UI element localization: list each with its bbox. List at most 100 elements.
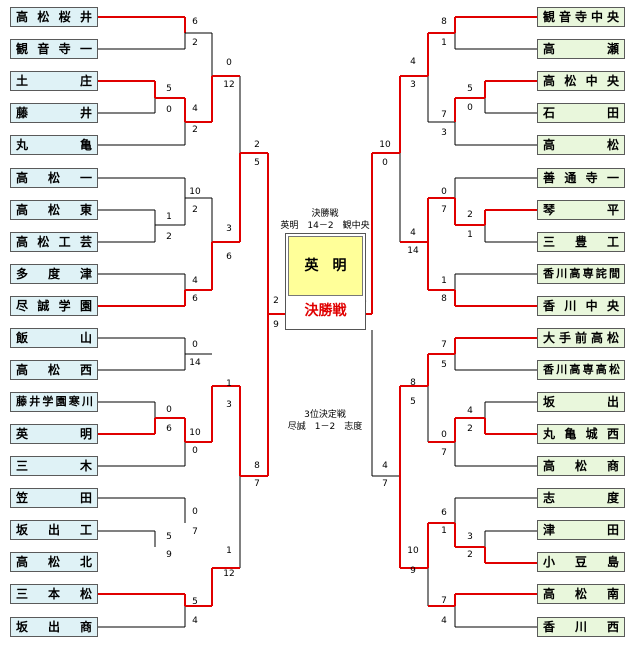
left-team: 飯 山: [10, 328, 98, 348]
right-team: 小 豆 島: [537, 552, 625, 572]
score: 7: [382, 479, 388, 489]
right-team: 琴 平: [537, 200, 625, 220]
score: 5: [467, 84, 473, 94]
score: 6: [226, 252, 232, 262]
right-team: 大手前高松: [537, 328, 625, 348]
score: 5: [166, 84, 172, 94]
right-team: 高 瀬: [537, 39, 625, 59]
score: 3: [467, 532, 473, 542]
score: 6: [192, 17, 198, 27]
left-team: 藤井学園寒川: [10, 392, 98, 412]
score: 4: [410, 228, 416, 238]
score: 4: [410, 57, 416, 67]
score: 1: [441, 38, 447, 48]
score: 2: [467, 210, 473, 220]
score: 2: [254, 140, 260, 150]
score: 7: [254, 479, 260, 489]
left-team: 丸 亀: [10, 135, 98, 155]
final-caption-title: 決勝戦: [311, 209, 339, 219]
score: 9: [273, 320, 279, 330]
left-team: 土 庄: [10, 71, 98, 91]
left-team: 高松東: [10, 200, 98, 220]
score: 5: [254, 158, 260, 168]
score: 2: [192, 205, 198, 215]
score: 0: [166, 405, 172, 415]
score: 3: [441, 128, 447, 138]
score: 2: [467, 424, 473, 434]
score: 3: [226, 400, 232, 410]
final-block: 英 明 決勝戦: [285, 233, 366, 330]
right-team: 香川高専詫間: [537, 264, 625, 284]
score: 8: [441, 294, 447, 304]
left-team: 坂出商: [10, 617, 98, 637]
score: 5: [166, 532, 172, 542]
score: 10: [379, 140, 391, 150]
right-team: 香川中央: [537, 296, 625, 316]
third-place-title: 3位決定戦: [304, 410, 346, 420]
right-team: 観音寺中央: [537, 7, 625, 27]
third-place-caption: 3位決定戦 尽誠 1－2 志度: [262, 409, 388, 433]
score: 10: [189, 187, 201, 197]
score: 8: [441, 17, 447, 27]
left-team: 多度津: [10, 264, 98, 284]
score: 4: [382, 461, 388, 471]
score: 6: [166, 424, 172, 434]
score: 3: [226, 224, 232, 234]
left-team: 高松西: [10, 360, 98, 380]
score: 2: [166, 232, 172, 242]
score: 4: [467, 406, 473, 416]
final-caption: 決勝戦 英明 14－2 観中央: [262, 208, 388, 232]
left-team: 尽誠学園: [10, 296, 98, 316]
score: 2: [192, 38, 198, 48]
left-team: 坂出工: [10, 520, 98, 540]
left-team: 藤 井: [10, 103, 98, 123]
left-team: 観音寺一: [10, 39, 98, 59]
score: 14: [407, 246, 419, 256]
score: 0: [192, 340, 198, 350]
score: 2: [192, 125, 198, 135]
final-caption-result: 英明 14－2 観中央: [280, 221, 370, 231]
champion-box: 英 明: [288, 236, 363, 296]
score: 1: [441, 526, 447, 536]
score: 1: [467, 230, 473, 240]
right-team: 丸亀城西: [537, 424, 625, 444]
right-team: 三 豊 工: [537, 232, 625, 252]
score: 0: [441, 187, 447, 197]
score: 0: [192, 446, 198, 456]
left-team: 高松北: [10, 552, 98, 572]
right-team: 津 田: [537, 520, 625, 540]
score: 12: [223, 569, 235, 579]
score: 8: [410, 378, 416, 388]
score: 0: [166, 105, 172, 115]
score: 4: [192, 104, 198, 114]
score: 7: [192, 527, 198, 537]
right-team: 高 松 商: [537, 456, 625, 476]
score: 2: [467, 550, 473, 560]
score: 0: [467, 103, 473, 113]
score: 1: [226, 546, 232, 556]
left-team: 三本松: [10, 584, 98, 604]
left-team: 高松工芸: [10, 232, 98, 252]
score: 5: [192, 597, 198, 607]
left-team: 英 明: [10, 424, 98, 444]
score: 8: [254, 461, 260, 471]
score: 6: [441, 508, 447, 518]
left-team: 笠 田: [10, 488, 98, 508]
score: 2: [273, 296, 279, 306]
score: 7: [441, 340, 447, 350]
left-team: 高松桜井: [10, 7, 98, 27]
score: 7: [441, 448, 447, 458]
score: 5: [410, 397, 416, 407]
score: 3: [410, 80, 416, 90]
score: 7: [441, 205, 447, 215]
score: 0: [192, 507, 198, 517]
score: 1: [166, 212, 172, 222]
score: 7: [441, 110, 447, 120]
score: 1: [226, 379, 232, 389]
score: 4: [192, 276, 198, 286]
score: 5: [441, 360, 447, 370]
score: 6: [192, 294, 198, 304]
score: 4: [192, 616, 198, 626]
